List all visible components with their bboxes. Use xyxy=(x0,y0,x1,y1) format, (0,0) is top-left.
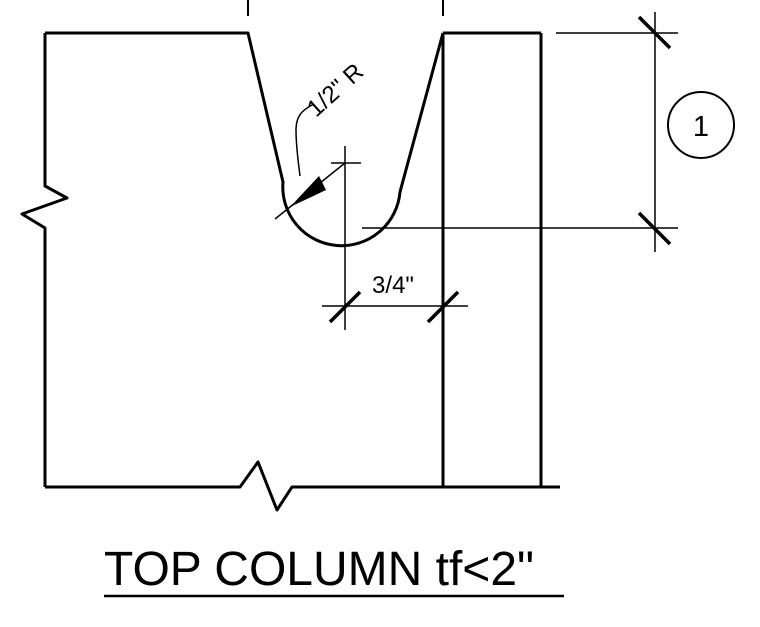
detail-marker-label: 1 xyxy=(693,111,709,143)
column-notch-outline xyxy=(45,31,445,248)
radius-arrowhead xyxy=(290,176,326,207)
horizontal-dimension-label: 3/4" xyxy=(372,272,414,299)
radius-label: 1/2" R xyxy=(302,58,369,122)
left-break-line xyxy=(20,33,69,487)
drawing-title: TOP COLUMN tf<2" xyxy=(104,543,534,596)
vertical-dim-tick-bottom xyxy=(637,211,672,246)
vertical-dim-tick-top xyxy=(637,15,672,50)
radius-leader-curve xyxy=(295,103,315,177)
horizontal-dim-tick-left xyxy=(328,290,362,324)
bottom-break-line xyxy=(45,460,560,512)
horizontal-dim-tick-right xyxy=(426,290,460,324)
detail-marker-circle xyxy=(667,91,735,159)
